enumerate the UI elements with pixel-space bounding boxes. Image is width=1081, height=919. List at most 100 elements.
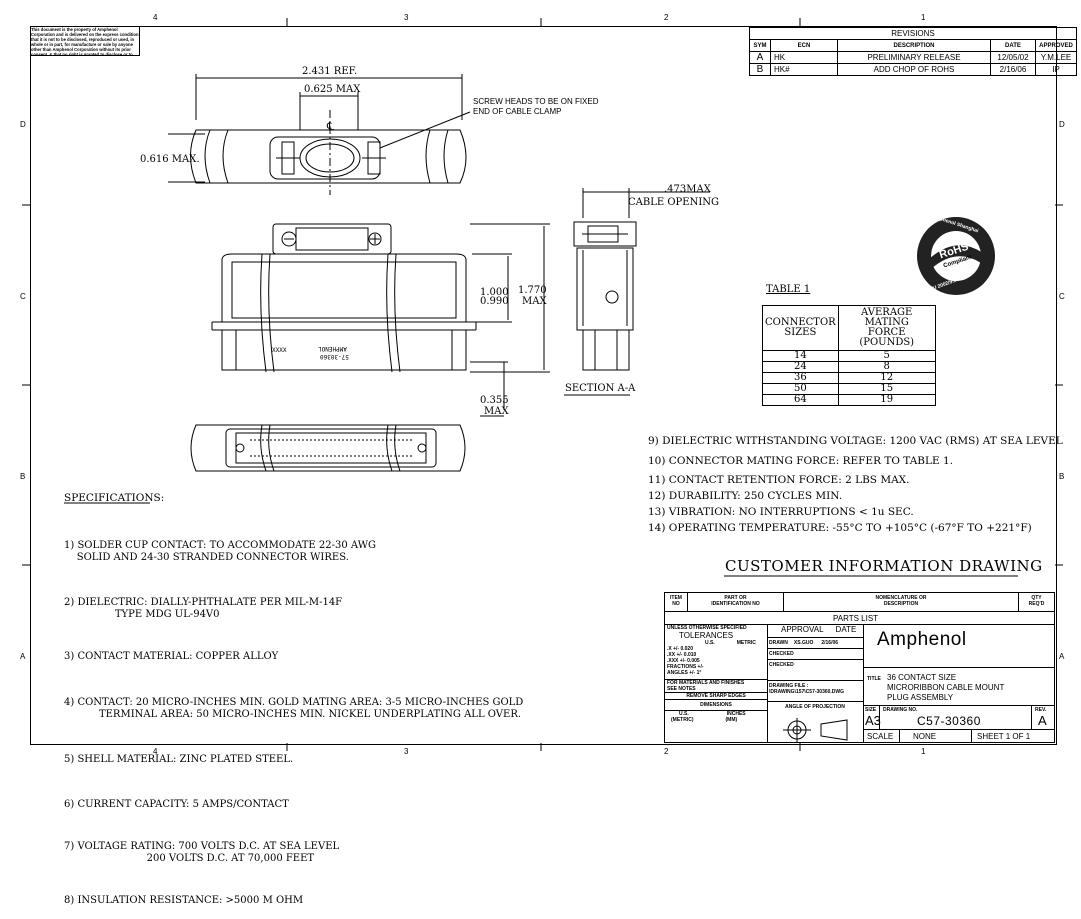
vline (899, 729, 900, 742)
note-9: 9) DIELECTRIC WITHSTANDING VOLTAGE: 1200… (648, 435, 1063, 447)
dim-0355: 0.355 (480, 395, 509, 406)
zone-left-c: C (20, 292, 26, 301)
spec-line: 6) CURRENT CAPACITY: 5 AMPS/CONTACT (64, 799, 289, 810)
zone-right-a: A (1059, 652, 1065, 661)
dim-1000: 1.000 (480, 287, 509, 298)
divider (687, 593, 688, 611)
third-angle-projection-icon (783, 718, 848, 742)
table1-size: 14 (762, 350, 839, 362)
table1-force: 8 (837, 361, 936, 373)
revision-letter: A (1038, 713, 1047, 728)
tol-us: U.S.METRIC (665, 640, 767, 646)
qty-line2: REQ'D (1028, 601, 1045, 607)
tol-row: .XX +/- 0.010 (667, 652, 697, 658)
revisions-table: REVISIONS SYM ECN DESCRIPTION DATE APPRO… (749, 27, 1077, 76)
unless-specified: UNLESS OTHERWISE SPECIFIED (667, 625, 747, 631)
approval-date-label: DATE (835, 625, 857, 634)
specifications-title: SPECIFICATIONS: (64, 492, 165, 504)
drawing-title: CUSTOMER INFORMATION DRAWING (725, 557, 1043, 575)
note-11: 11) CONTACT RETENTION FORCE: 2 LBS MAX. (648, 474, 910, 486)
dim-cable-opening-value: .473MAX (664, 184, 711, 195)
table1-header-sizes: CONNECTOR SIZES (762, 305, 839, 351)
title-label: TITLE (867, 676, 881, 682)
table1-size: 36 (762, 372, 839, 384)
dim-0355-max: MAX (484, 406, 509, 417)
rev-header-date: DATE (990, 39, 1036, 52)
rev-approved: IP (1035, 63, 1077, 76)
screw-note-line2: END OF CABLE CLAMP (473, 107, 562, 116)
qty-line1: QTY (1031, 595, 1042, 601)
part-mark-xxxx: XXXX (272, 347, 287, 354)
scale-value: NONE (913, 732, 937, 741)
part-no-line1: PART OR (724, 595, 747, 601)
parts-list-label: PARTS LIST (833, 614, 879, 623)
drawing-no-label: DRAWING NO. (883, 707, 918, 713)
rev-date: 2/16/06 (990, 63, 1036, 76)
checked-row: CHECKED (767, 649, 863, 660)
spec-item: 2) DIELECTRIC: DIALLY-PHTHALATE PER MIL-… (64, 597, 523, 621)
sharp-edges-note: REMOVE SHARP EDGES (686, 693, 746, 699)
note-12: 12) DURABILITY: 250 CYCLES MIN. (648, 490, 843, 502)
dim-cable-opening-label: CABLE OPENING (628, 197, 720, 208)
table1-header-sizes-line2: SIZES (784, 327, 817, 338)
rev-description: PRELIMINARY RELEASE (837, 51, 991, 64)
zone-bottom-3: 3 (404, 747, 409, 756)
spec-line: SOLID AND 24-30 STRANDED CONNECTOR WIRES… (64, 552, 349, 563)
zone-top-4: 4 (153, 13, 158, 22)
table1-header-sizes-line1: CONNECTOR (765, 317, 836, 328)
vline (1031, 705, 1032, 729)
spec-line: 2) DIELECTRIC: DIALLY-PHTHALATE PER MIL-… (64, 597, 343, 608)
dimensions-label: DIMENSIONS (700, 702, 732, 708)
zone-top-2: 2 (664, 13, 669, 22)
zone-right-c: C (1059, 292, 1065, 301)
section-label: SECTION A-A (565, 383, 636, 394)
item-no-line2: NO (672, 601, 680, 607)
table1-size: 24 (762, 361, 839, 373)
drawing-number: C57-30360 (917, 714, 981, 728)
note-13: 13) VIBRATION: NO INTERRUPTIONS < 1u SEC… (648, 506, 914, 518)
part-no-line2: IDENTIFICATION NO (711, 601, 760, 607)
tol-metric-label: METRIC (736, 640, 756, 646)
table1-force: 12 (837, 372, 936, 384)
vline (971, 729, 972, 742)
drawing-file-label: DRAWING FILE : (769, 683, 809, 689)
hline (863, 729, 1054, 730)
spec-item: 4) CONTACT: 20 MICRO-INCHES MIN. GOLD MA… (64, 697, 523, 721)
materials-note-line2: SEE NOTES (667, 686, 696, 692)
rev-ecn: HK (770, 51, 838, 64)
dim-us: U.S. (679, 711, 689, 717)
rev-label: REV. (1035, 707, 1047, 713)
specifications-list: 1) SOLDER CUP CONTACT: TO ACCOMMODATE 22… (64, 516, 523, 919)
angle-projection-label: ANGLE OF PROJECTION (785, 704, 845, 710)
dim-units-row: (METRIC)(MM) (665, 717, 767, 723)
drawing-geometry (22, 18, 1063, 751)
spec-item: 3) CONTACT MATERIAL: COPPER ALLOY (64, 651, 523, 663)
dim-clamp-width: 0.625 MAX (304, 84, 361, 95)
title-line2: MICRORIBBON CABLE MOUNT (887, 683, 1005, 692)
rev-header-ecn: ECN (770, 39, 838, 52)
drawn-by: XS.GUO (793, 640, 814, 646)
tolerances-label: TOLERANCES (679, 631, 734, 640)
rev-description: ADD CHOP OF ROHS (837, 63, 991, 76)
rev-date: 12/05/02 (990, 51, 1036, 64)
spec-item: 5) SHELL MATERIAL: ZINC PLATED STEEL. (64, 754, 523, 766)
dim-mm: (MM) (725, 717, 738, 723)
spec-item: 6) CURRENT CAPACITY: 5 AMPS/CONTACT (64, 799, 523, 811)
divider (1018, 593, 1019, 611)
tolerances-panel: UNLESS OTHERWISE SPECIFIED TOLERANCES U.… (665, 625, 768, 742)
table1-force: 15 (837, 383, 936, 395)
spec-line: 7) VOLTAGE RATING: 700 VOLTS D.C. AT SEA… (64, 841, 340, 852)
table1-header-force: AVERAGE MATING FORCE (POUNDS) (837, 305, 936, 351)
size-label: SIZE (865, 707, 877, 713)
sheet-size: A3 (865, 713, 881, 728)
tol-row: ANGLES +/- 1° (667, 670, 702, 676)
approval-label: APPROVAL (781, 625, 824, 634)
zone-left-b: B (20, 472, 26, 481)
